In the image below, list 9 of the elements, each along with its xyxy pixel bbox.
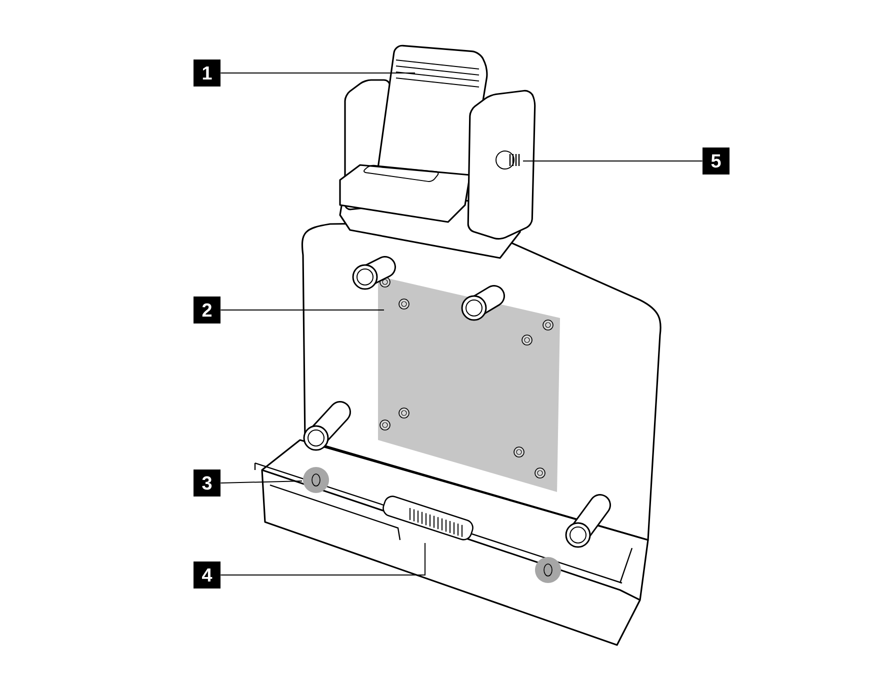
callout-number: 1 <box>194 60 220 86</box>
leader-line <box>522 160 703 162</box>
callout-number: 5 <box>702 148 730 174</box>
callout-number: 4 <box>194 562 220 588</box>
callout-number: 2 <box>194 296 220 324</box>
leader-line <box>220 480 302 484</box>
leader-line <box>220 542 426 576</box>
callout-number: 3 <box>194 470 220 496</box>
leader-line <box>220 72 416 74</box>
